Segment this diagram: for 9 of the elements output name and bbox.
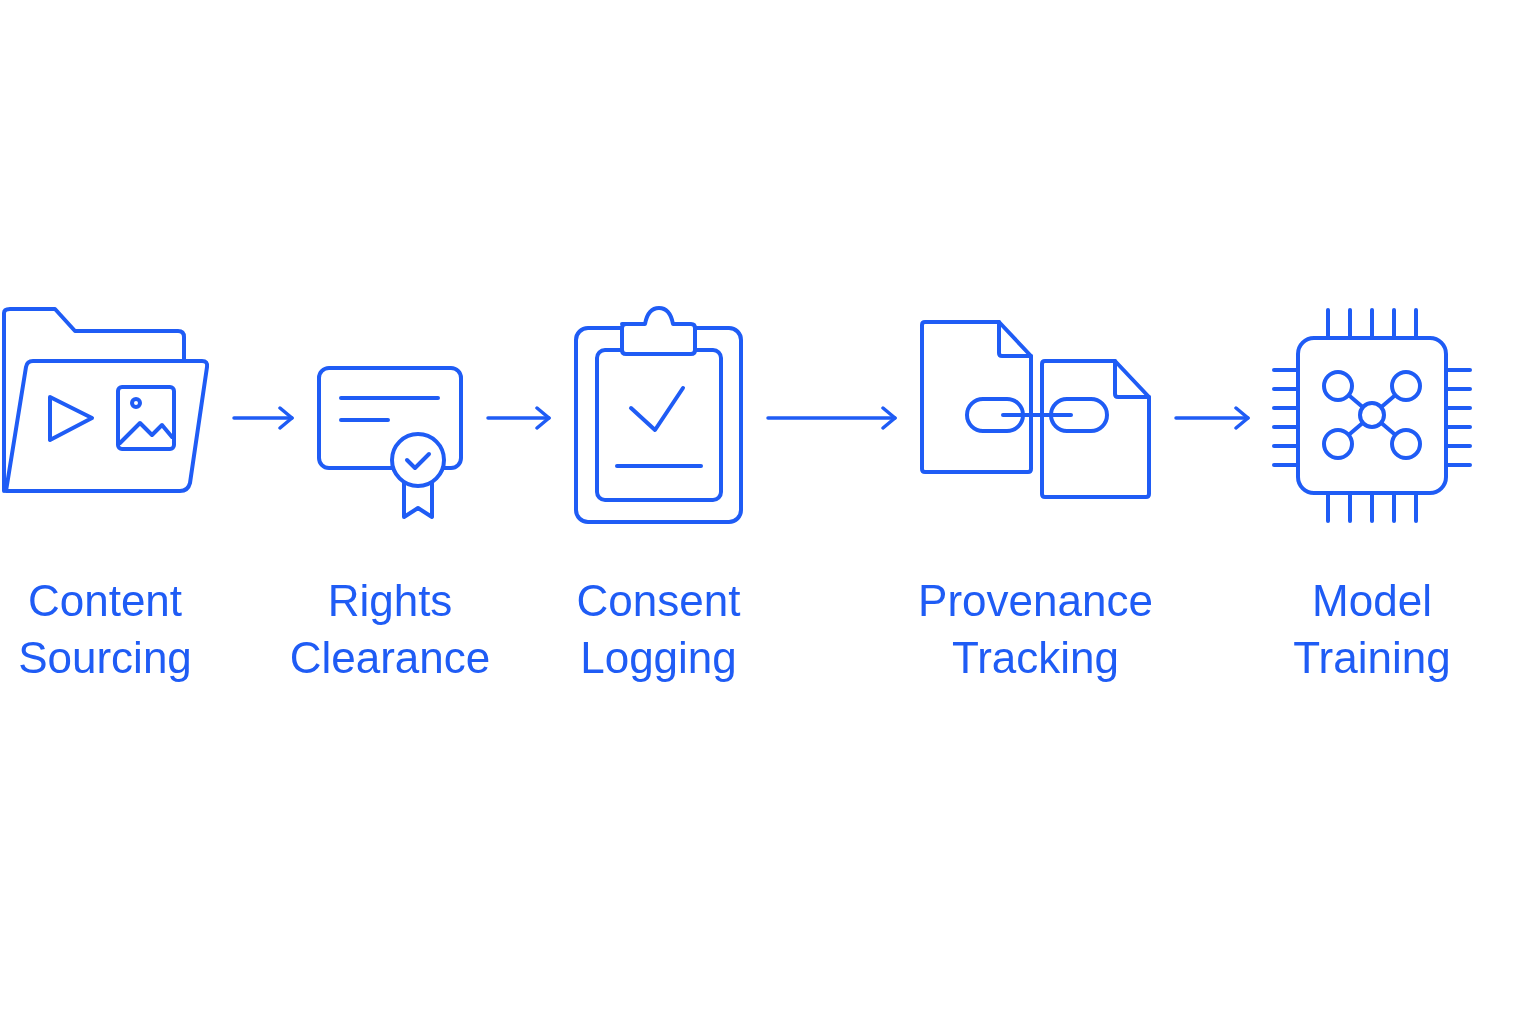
arrow	[486, 406, 551, 430]
arrow	[1174, 406, 1250, 430]
step-label: Content Sourcing	[18, 575, 192, 684]
arrow	[766, 406, 897, 430]
step-label: Provenance Tracking	[918, 575, 1153, 684]
step-label: Consent Logging	[576, 575, 741, 684]
step-label: Rights Clearance	[289, 575, 491, 684]
step-label: Model Training	[1293, 575, 1451, 684]
arrow	[232, 406, 294, 430]
